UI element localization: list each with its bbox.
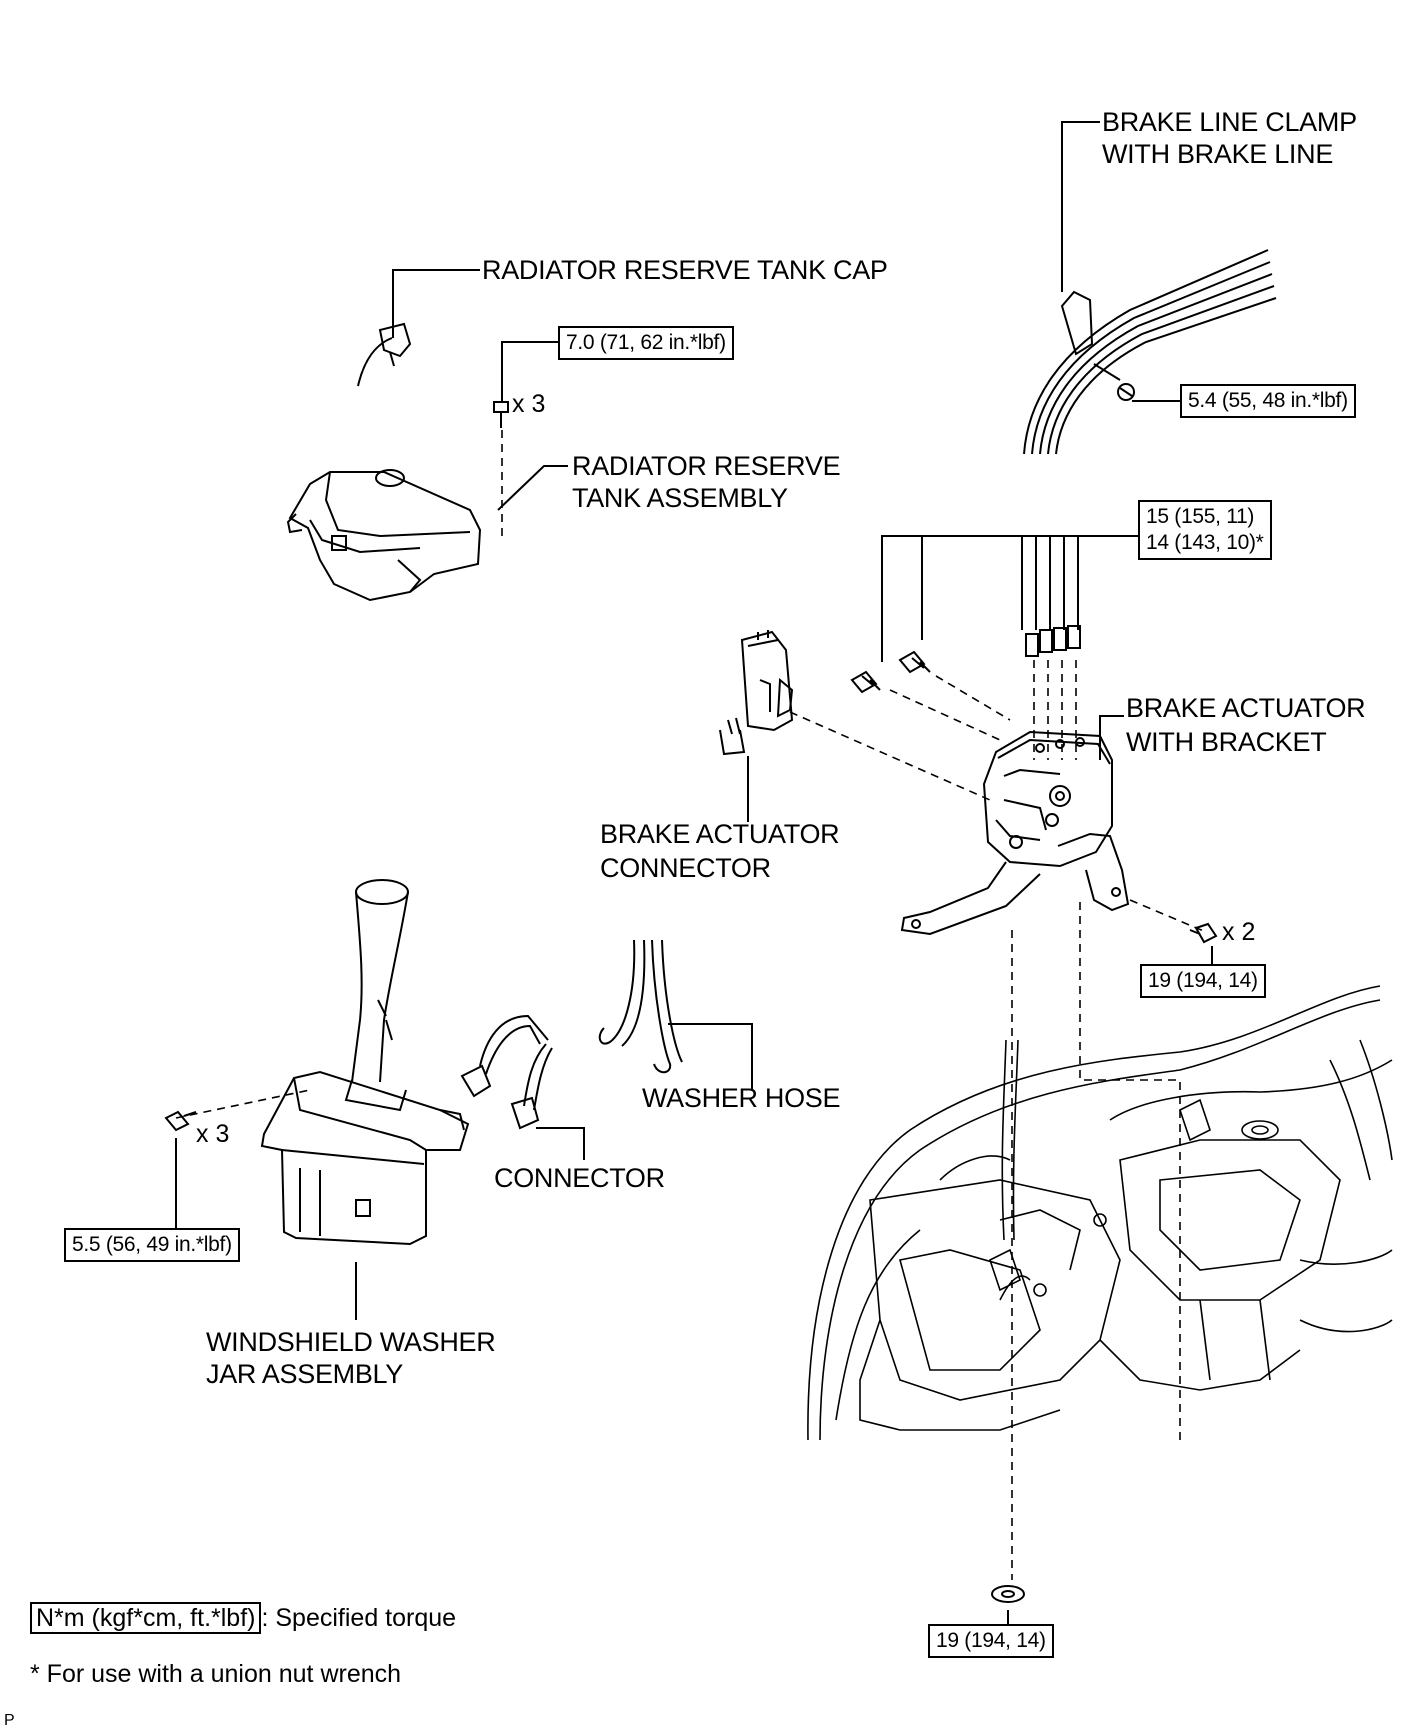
radiator-reserve-tank-cap	[357, 322, 412, 387]
torque-bottom-nut: 19 (194, 14)	[928, 1624, 1054, 1658]
jar-bolt	[164, 1110, 197, 1132]
bracket-bolt-qty: x 2	[1222, 918, 1256, 946]
torque-unit-box: N*m (kgf*cm, ft.*lbf)	[30, 1602, 262, 1634]
radiator-reserve-tank-assembly-label-1: RADIATOR RESERVE	[572, 451, 841, 481]
radiator-reserve-tank	[286, 469, 482, 602]
windshield-washer-jar	[260, 879, 470, 1246]
torque-legend: N*m (kgf*cm, ft.*lbf): Specified torque	[30, 1602, 457, 1634]
union-nut-footnote: * For use with a union nut wrench	[30, 1660, 402, 1688]
torque-brake-line-nuts: 15 (155, 11) 14 (143, 10)*	[1138, 500, 1272, 560]
brake-actuator-connector	[719, 630, 794, 756]
leader-lines	[175, 121, 1213, 1632]
torque-tank-bolt: 7.0 (71, 62 in.*lbf)	[558, 326, 734, 360]
washer-hose	[598, 939, 683, 1074]
brake-line-clamp-label-2: WITH BRAKE LINE	[1102, 139, 1334, 169]
connector-label: CONNECTOR	[494, 1163, 665, 1193]
washer-hose-label: WASHER HOSE	[642, 1083, 841, 1113]
torque-brake-line-nuts-wrench: 14 (143, 10)*	[1146, 531, 1264, 554]
assembly-dashed-lines	[175, 430, 1207, 1580]
torque-bracket-bolt: 19 (194, 14)	[1140, 964, 1266, 998]
pigtail-connector	[460, 1014, 553, 1130]
corner-mark: P	[4, 1712, 15, 1729]
brake-actuator-with-bracket-label-2: WITH BRACKET	[1126, 727, 1327, 757]
vehicle-engine-bay	[807, 985, 1393, 1441]
brake-line-nuts	[850, 625, 1081, 694]
torque-brake-line-nuts-standard: 15 (155, 11)	[1146, 505, 1255, 528]
tank-bolt	[493, 401, 509, 428]
brake-actuator-connector-label-1: BRAKE ACTUATOR	[600, 819, 840, 849]
windshield-washer-jar-label-1: WINDSHIELD WASHER	[206, 1327, 496, 1357]
radiator-reserve-tank-cap-label: RADIATOR RESERVE TANK CAP	[482, 255, 888, 285]
brake-line-clamp-label-1: BRAKE LINE CLAMP	[1102, 107, 1357, 137]
torque-jar-bolt: 5.5 (56, 49 in.*lbf)	[64, 1228, 240, 1262]
tank-bolt-qty: x 3	[512, 390, 546, 418]
jar-bolt-qty: x 3	[196, 1120, 230, 1148]
bracket-bolt	[1189, 922, 1218, 944]
windshield-washer-jar-label-2: JAR ASSEMBLY	[206, 1359, 403, 1389]
brake-actuator-with-bracket	[900, 730, 1130, 936]
brake-actuator-with-bracket-label-1: BRAKE ACTUATOR	[1126, 693, 1366, 723]
brake-line-clamp	[1023, 249, 1277, 455]
radiator-reserve-tank-assembly-label-2: TANK ASSEMBLY	[572, 483, 788, 513]
torque-clamp-bolt: 5.4 (55, 48 in.*lbf)	[1180, 384, 1356, 418]
torque-unit-desc: : Specified torque	[261, 1604, 457, 1632]
brake-actuator-connector-label-2: CONNECTOR	[600, 853, 771, 883]
bottom-nut	[991, 1585, 1025, 1603]
